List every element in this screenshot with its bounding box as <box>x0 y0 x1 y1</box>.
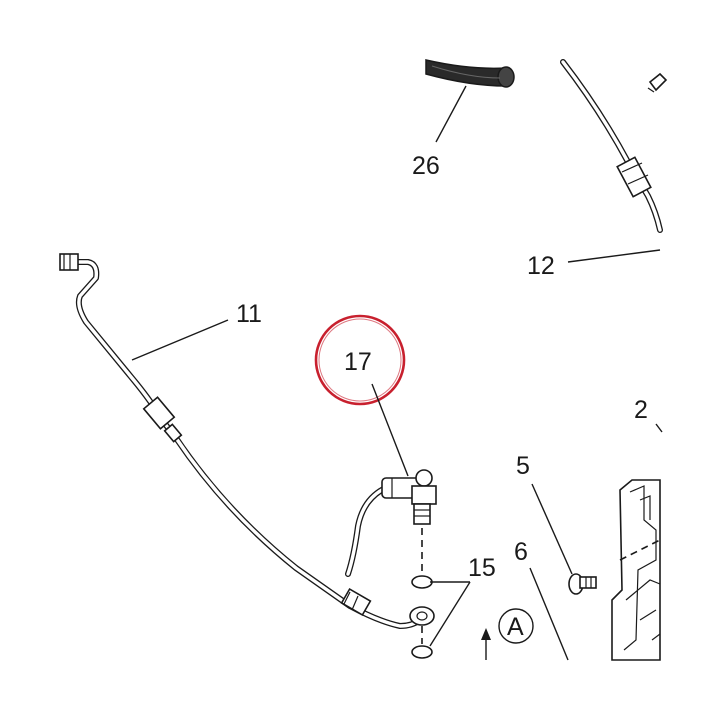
leader-6 <box>529 567 569 661</box>
arrow-head <box>481 628 491 640</box>
highlight-circle-17 <box>314 314 406 406</box>
callout-A: A <box>507 613 524 641</box>
hose-26 <box>425 59 515 88</box>
clip-top-right <box>647 72 668 93</box>
callout-11: 11 <box>236 300 262 328</box>
sensor-17 <box>345 469 437 577</box>
callout-2: 2 <box>634 396 648 424</box>
callout-5: 5 <box>516 452 530 480</box>
leader-2 <box>655 423 663 433</box>
pipe-11 <box>59 253 423 629</box>
leader-15b <box>429 581 471 647</box>
leader-17 <box>371 383 409 477</box>
bolt-5 <box>568 573 597 595</box>
pipe-12 <box>560 59 663 233</box>
leader-11 <box>131 319 229 361</box>
callout-26: 26 <box>412 152 440 180</box>
leader-26 <box>435 85 467 143</box>
callout-17: 17 <box>344 348 372 376</box>
callout-15: 15 <box>468 554 496 582</box>
leader-12 <box>567 249 661 263</box>
leader-5 <box>531 483 573 575</box>
washers-15 <box>409 575 435 659</box>
callout-6: 6 <box>514 538 528 566</box>
callout-12: 12 <box>527 252 555 280</box>
housing <box>611 479 661 661</box>
view-marker-circle <box>498 608 534 644</box>
